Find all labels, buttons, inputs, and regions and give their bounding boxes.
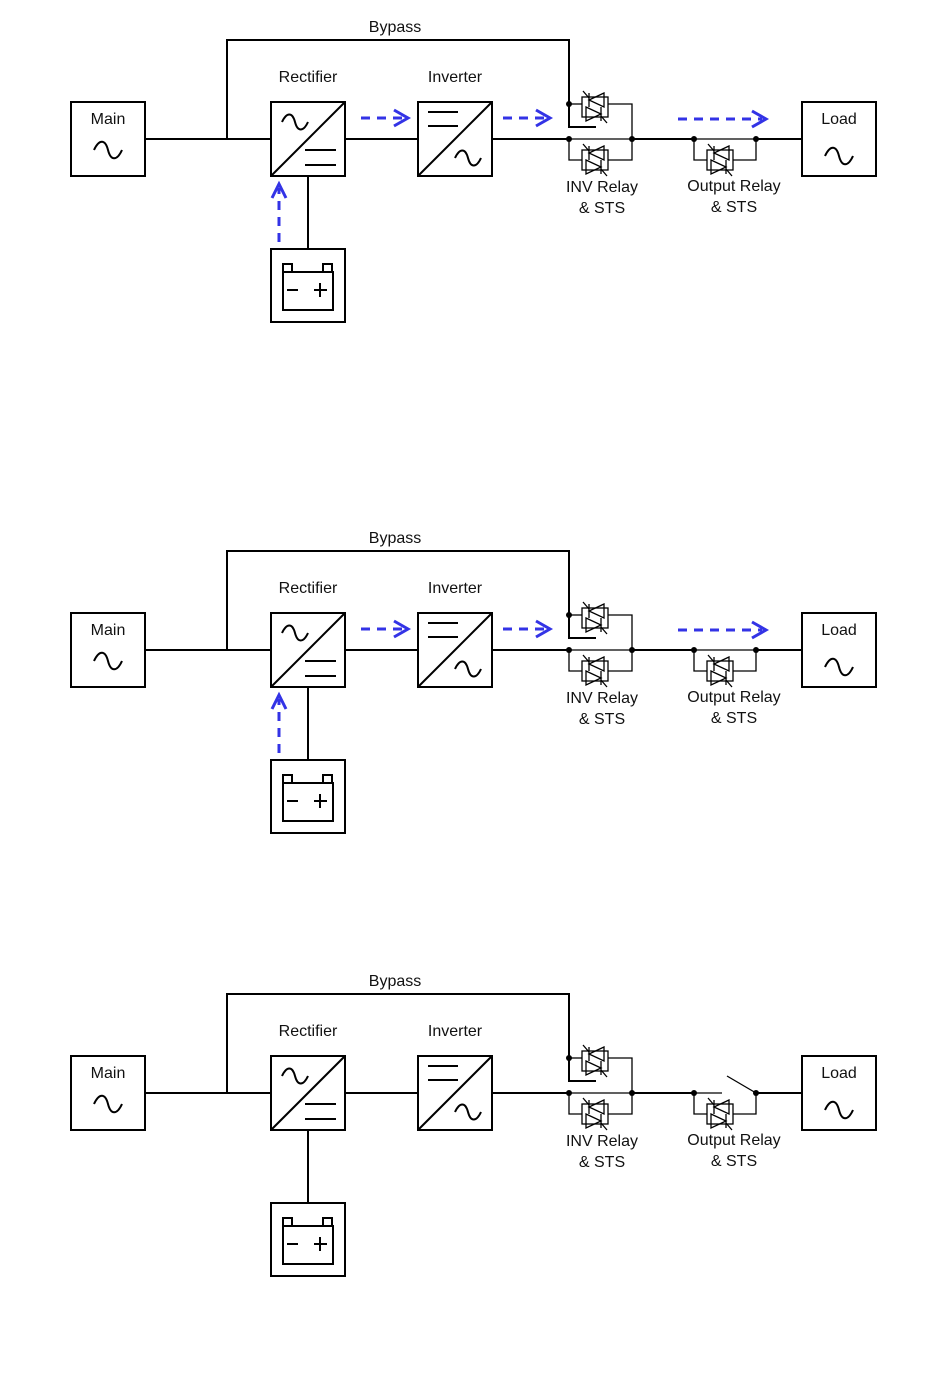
bypass-label: Bypass [369, 19, 421, 36]
relay-wire [694, 650, 707, 671]
relay-wire [694, 1093, 707, 1114]
bypass-thyristor-pair [582, 91, 608, 123]
rectifier-label: Rectifier [279, 69, 338, 86]
bypass-thyristor-pair [582, 1045, 608, 1077]
bypass-label: Bypass [369, 530, 421, 547]
relay-wire [733, 1093, 756, 1114]
thyristor-upper-icon [714, 657, 729, 671]
thyristor-lower-icon [586, 1114, 601, 1128]
relay-wire [608, 650, 632, 671]
thyristor-lower-icon [711, 160, 726, 174]
flow-arrow-to-load [678, 622, 766, 638]
inv-relay-label-2: & STS [579, 711, 625, 728]
inverter-label: Inverter [428, 69, 483, 86]
rectifier-label: Rectifier [279, 1023, 338, 1040]
load-label: Load [821, 622, 857, 639]
output-relay-label-2: & STS [711, 199, 757, 216]
thyristor-upper-icon [714, 1100, 729, 1114]
junction-dot [566, 612, 572, 618]
main-label: Main [91, 622, 126, 639]
junction-dot [691, 647, 697, 653]
inverter-thyristor-pair [582, 1098, 608, 1130]
output-thyristor-pair [707, 655, 733, 687]
output-relay-label-2: & STS [711, 1153, 757, 1170]
bypass-thyristor-pair [582, 602, 608, 634]
thyristor-upper-icon [589, 1100, 604, 1114]
junction-dot [566, 101, 572, 107]
output-relay-label: Output Relay [687, 178, 780, 195]
junction-dot [566, 647, 572, 653]
load-label: Load [821, 1065, 857, 1082]
junction-dot [566, 136, 572, 142]
output-thyristor-pair [707, 144, 733, 176]
relay-wire [733, 650, 756, 671]
flow-arrow-rectifier-to-inverter [361, 621, 408, 637]
inv-relay-label-2: & STS [579, 1154, 625, 1171]
flow-arrow-battery-to-rectifier [272, 184, 286, 242]
thyristor-lower-icon [711, 1114, 726, 1128]
inverter-label: Inverter [428, 580, 483, 597]
flow-arrow-inverter-to-relay [503, 110, 550, 126]
inverter-thyristor-pair [582, 655, 608, 687]
output-relay-label: Output Relay [687, 689, 780, 706]
thyristor-upper-icon [589, 1047, 604, 1061]
flow-arrow-to-load [678, 111, 766, 127]
output-relay-label: Output Relay [687, 1132, 780, 1149]
inv-relay-label-2: & STS [579, 200, 625, 217]
relay-wire [608, 1093, 632, 1114]
inv-relay-label: INV Relay [566, 690, 638, 707]
relay-wire [569, 1093, 582, 1114]
thyristor-upper-icon [589, 657, 604, 671]
flow-arrow-rectifier-to-inverter [361, 110, 408, 126]
flow-arrow-inverter-to-relay [503, 621, 550, 637]
load-label: Load [821, 111, 857, 128]
relay-wire [608, 615, 632, 650]
inv-relay-label: INV Relay [566, 1133, 638, 1150]
thyristor-upper-icon [589, 146, 604, 160]
junction-dot [691, 1090, 697, 1096]
thyristor-upper-icon [589, 604, 604, 618]
flow-arrow-battery-to-rectifier [272, 695, 286, 753]
relay-wire [608, 104, 632, 139]
inv-relay-label: INV Relay [566, 179, 638, 196]
main-label: Main [91, 1065, 126, 1082]
inverter-thyristor-pair [582, 144, 608, 176]
relay-wire [608, 1058, 632, 1093]
thyristor-upper-icon [589, 93, 604, 107]
bypass-label: Bypass [369, 973, 421, 990]
output-relay-open-switch [727, 1076, 756, 1093]
relay-wire [569, 139, 582, 160]
thyristor-lower-icon [586, 107, 601, 121]
main-label: Main [91, 111, 126, 128]
relay-wire [694, 139, 707, 160]
output-thyristor-pair [707, 1098, 733, 1130]
thyristor-lower-icon [586, 160, 601, 174]
thyristor-lower-icon [711, 671, 726, 685]
inverter-label: Inverter [428, 1023, 483, 1040]
rectifier-label: Rectifier [279, 580, 338, 597]
junction-dot [566, 1055, 572, 1061]
junction-dot [691, 136, 697, 142]
relay-wire [569, 650, 582, 671]
relay-wire [608, 139, 632, 160]
thyristor-upper-icon [714, 146, 729, 160]
junction-dot [566, 1090, 572, 1096]
output-relay-label-2: & STS [711, 710, 757, 727]
relay-wire [733, 139, 756, 160]
thyristor-lower-icon [586, 671, 601, 685]
thyristor-lower-icon [586, 1061, 601, 1075]
thyristor-lower-icon [586, 618, 601, 632]
